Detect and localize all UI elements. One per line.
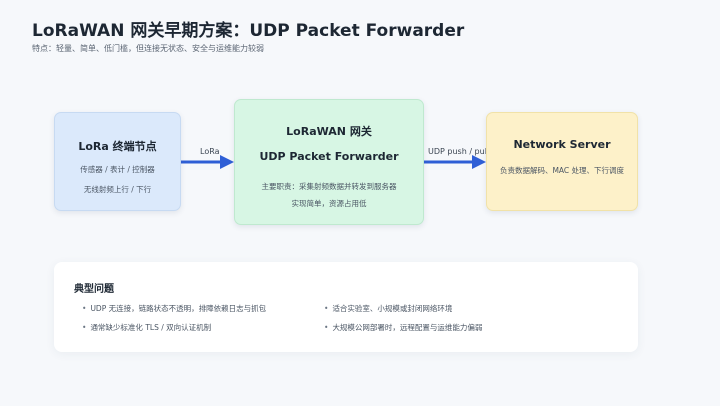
lora-node-desc-2: 无线射频上行 / 下行 — [83, 185, 152, 194]
bullet-icon: • — [324, 323, 329, 332]
gateway-desc-2: 实现简单，资源占用低 — [291, 199, 367, 208]
page-subtitle: 特点：轻量、简单、低门槛，但连接无状态、安全与运维能力较弱 — [32, 44, 264, 53]
issue-item: •大规模公网部署时，远程配置与运维能力偏弱 — [324, 322, 482, 333]
bullet-icon: • — [82, 323, 87, 332]
issue-text: UDP 无连接，链路状态不透明，排障依赖日志与抓包 — [90, 304, 267, 313]
page-title: LoRaWAN 网关早期方案：UDP Packet Forwarder — [32, 21, 465, 41]
lora-node-box: LoRa 终端节点 传感器 / 表计 / 控制器 无线射频上行 / 下行 — [54, 112, 181, 211]
lora-node-title: LoRa 终端节点 — [78, 140, 157, 153]
arrowhead-gateway-to-server — [472, 155, 486, 169]
issues-panel: 典型问题 •UDP 无连接，链路状态不透明，排障依赖日志与抓包 •通常缺少标准化… — [54, 262, 638, 352]
gateway-title: LoRaWAN 网关 — [286, 125, 372, 138]
edge-label-lora: LoRa — [200, 147, 220, 156]
arrowhead-lora-to-gateway — [220, 155, 234, 169]
issue-text: 大规模公网部署时，远程配置与运维能力偏弱 — [332, 323, 483, 332]
issues-title: 典型问题 — [74, 284, 114, 295]
issue-text: 适合实验室、小规模或封闭网络环境 — [332, 304, 453, 313]
edge-label-udp: UDP push / pull — [428, 147, 490, 156]
bullet-icon: • — [82, 304, 87, 313]
bullet-icon: • — [324, 304, 329, 313]
network-server-desc: 负责数据解码、MAC 处理、下行调度 — [499, 166, 625, 175]
issue-item: •通常缺少标准化 TLS / 双向认证机制 — [82, 322, 211, 333]
gateway-subtitle: UDP Packet Forwarder — [259, 150, 399, 163]
gateway-desc-1: 主要职责：采集射频数据并转发到服务器 — [261, 182, 397, 191]
issue-text: 通常缺少标准化 TLS / 双向认证机制 — [90, 323, 212, 332]
issue-item: •适合实验室、小规模或封闭网络环境 — [324, 303, 452, 314]
network-server-title: Network Server — [513, 138, 611, 151]
gateway-box: LoRaWAN 网关 UDP Packet Forwarder 主要职责：采集射… — [234, 99, 424, 225]
issue-item: •UDP 无连接，链路状态不透明，排障依赖日志与抓包 — [82, 303, 266, 314]
network-server-box: Network Server 负责数据解码、MAC 处理、下行调度 — [486, 112, 638, 211]
lora-node-desc-1: 传感器 / 表计 / 控制器 — [80, 165, 155, 174]
